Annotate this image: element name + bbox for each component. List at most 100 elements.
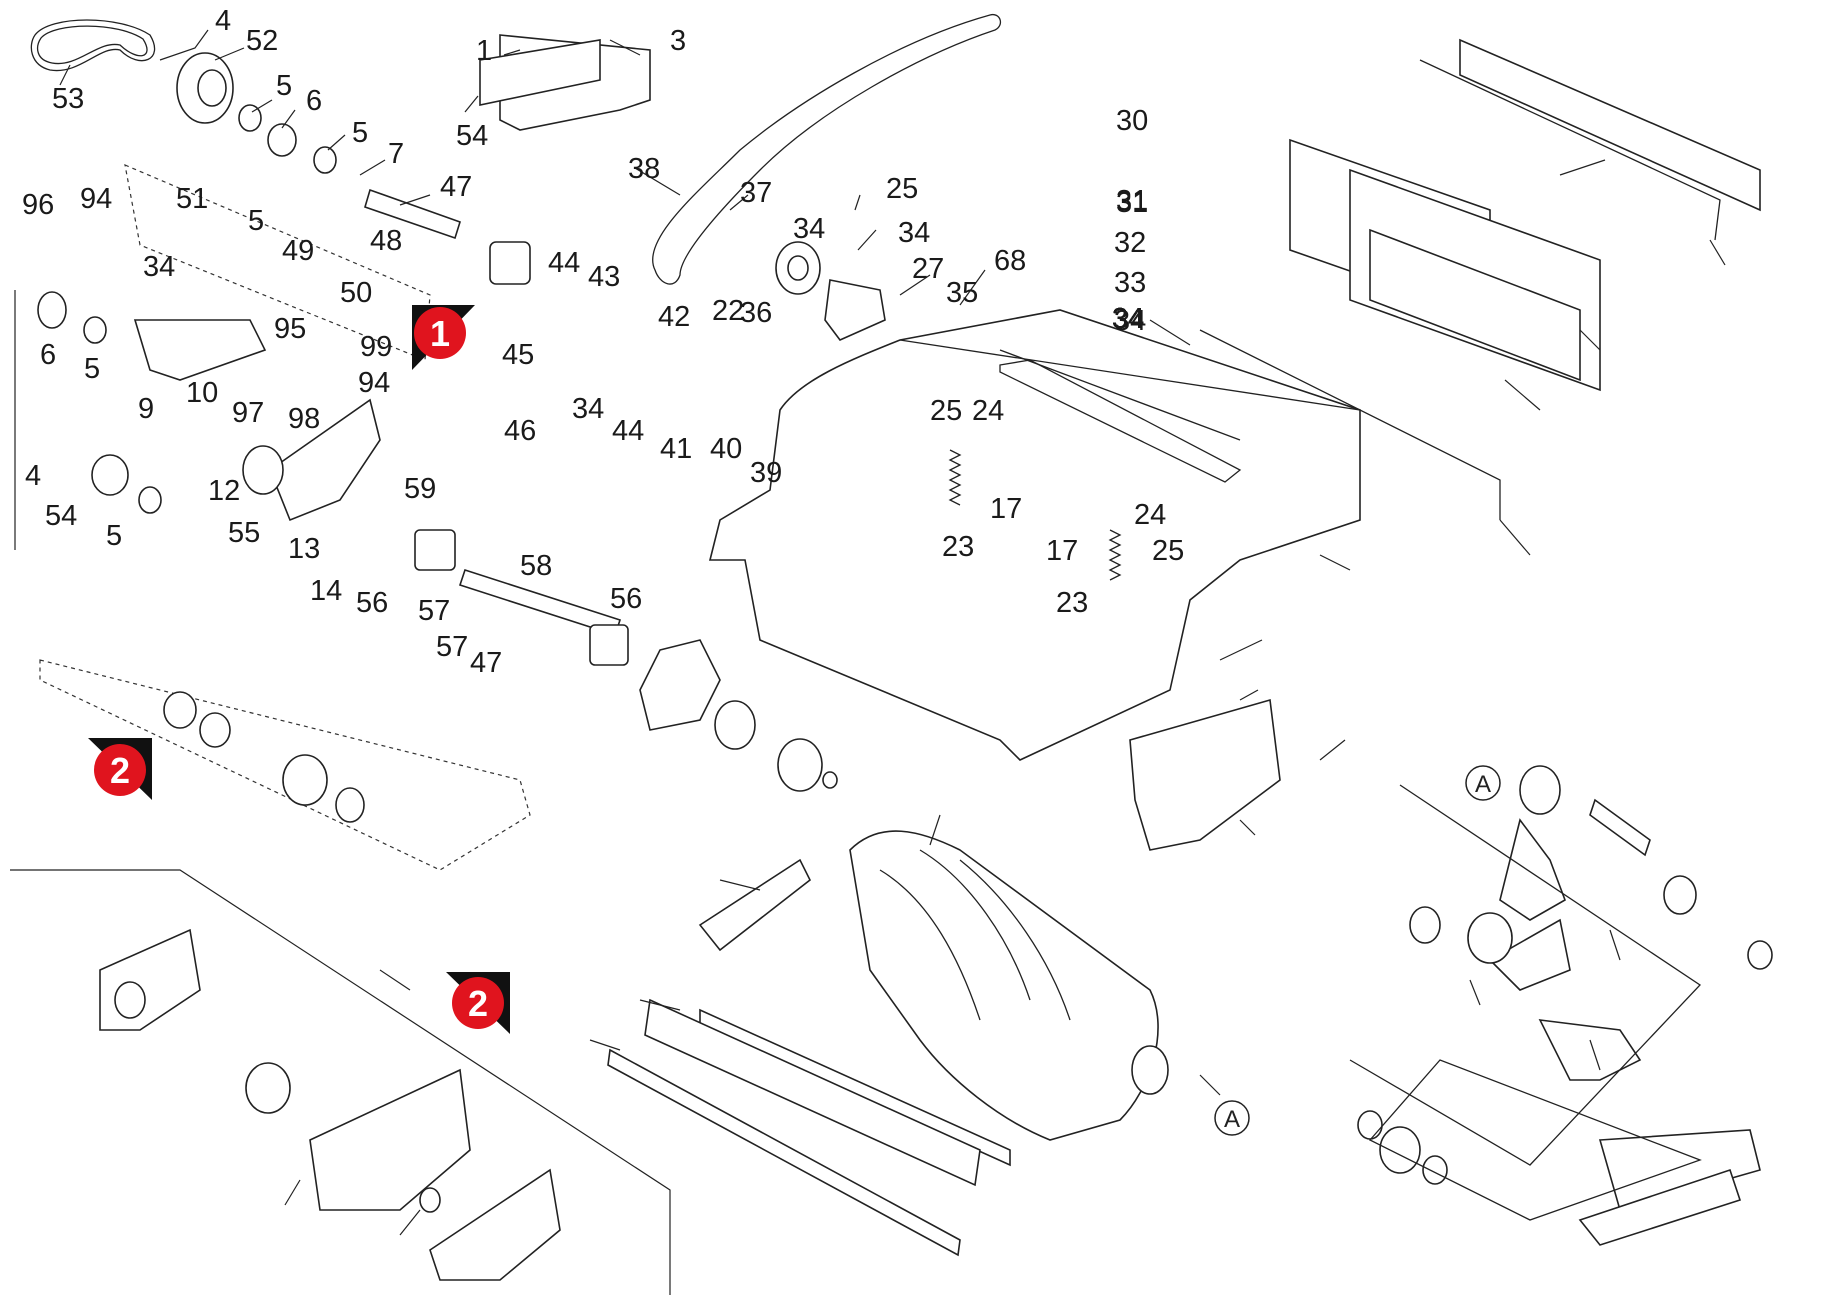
part-label: 34 bbox=[1112, 303, 1144, 335]
part-label: 51 bbox=[176, 183, 208, 215]
part-label: 5 bbox=[276, 70, 292, 102]
part-drawings bbox=[10, 13, 1773, 1295]
part-label: 34 bbox=[1112, 303, 1144, 335]
part-label: 25 bbox=[886, 173, 918, 205]
part-label: 24 bbox=[972, 395, 1004, 427]
part-label: 34 bbox=[1112, 303, 1144, 335]
part-number-callouts: 4 52 53 5 6 5 7 47 48 96 94 51 5 34 49 5… bbox=[22, 5, 1184, 679]
part-label: 34 bbox=[1112, 303, 1144, 335]
part-label: 31 bbox=[1116, 187, 1148, 219]
part-label: 46 bbox=[504, 415, 536, 447]
part-label: 17 bbox=[990, 493, 1022, 525]
part-label: 37 bbox=[740, 177, 772, 209]
ref-a-right: A bbox=[1465, 765, 1501, 801]
part-label: 54 bbox=[456, 120, 488, 152]
part-label: 25 bbox=[930, 395, 962, 427]
part-label: 52 bbox=[246, 25, 278, 57]
part-label: 47 bbox=[440, 171, 472, 203]
part-label: 57 bbox=[436, 631, 468, 663]
part-label: 34 bbox=[1112, 303, 1144, 335]
part-label: 48 bbox=[370, 225, 402, 257]
ref-a-impeller: A bbox=[1214, 1100, 1250, 1136]
part-label: 5 bbox=[248, 205, 264, 237]
svg-text:2: 2 bbox=[110, 750, 130, 791]
part-label: 57 bbox=[418, 595, 450, 627]
reference-markers: A A bbox=[1214, 765, 1501, 1136]
part-label: 36 bbox=[740, 297, 772, 329]
part-label: 34 bbox=[1112, 303, 1144, 335]
part-label: 41 bbox=[660, 433, 692, 465]
part-label: 39 bbox=[750, 457, 782, 489]
part-label: 6 bbox=[306, 85, 322, 117]
part-label: 34 bbox=[1112, 303, 1144, 335]
part-label: 34 bbox=[1112, 303, 1144, 335]
part-label: 34 bbox=[572, 393, 604, 425]
part-label: 45 bbox=[502, 339, 534, 371]
assembly-badges: 1 2 2 bbox=[88, 305, 510, 1034]
badge-group-1: 1 bbox=[412, 305, 475, 370]
part-label: 49 bbox=[282, 235, 314, 267]
part-label: 68 bbox=[994, 245, 1026, 277]
part-label: 14 bbox=[310, 575, 342, 607]
part-label: 94 bbox=[80, 183, 112, 215]
part-label: 34 bbox=[1112, 303, 1144, 335]
part-label: 94 bbox=[358, 367, 390, 399]
part-label: 5 bbox=[84, 353, 100, 385]
part-label: 97 bbox=[232, 397, 264, 429]
part-label: 6 bbox=[40, 339, 56, 371]
part-label: 4 bbox=[215, 5, 231, 37]
part-label: 99 bbox=[360, 331, 392, 363]
part-label: 44 bbox=[612, 415, 644, 447]
svg-text:2: 2 bbox=[468, 983, 488, 1024]
part-label: 34 bbox=[143, 251, 175, 283]
part-label: 22 bbox=[712, 295, 744, 327]
part-label: 58 bbox=[520, 550, 552, 582]
part-label: 55 bbox=[228, 517, 260, 549]
part-label: 59 bbox=[404, 473, 436, 505]
part-label: 54 bbox=[45, 500, 77, 532]
part-label: 56 bbox=[356, 587, 388, 619]
part-label: 23 bbox=[1056, 587, 1088, 619]
part-label: 24 bbox=[1134, 499, 1166, 531]
svg-text:A: A bbox=[1475, 771, 1491, 798]
part-label: 56 bbox=[610, 583, 642, 615]
part-label: 17 bbox=[1046, 535, 1078, 567]
part-label: 5 bbox=[352, 117, 368, 149]
part-label: 25 bbox=[1152, 535, 1184, 567]
part-label: 32 bbox=[1114, 227, 1146, 259]
part-label: 13 bbox=[288, 533, 320, 565]
part-label: 3 bbox=[670, 25, 686, 57]
part-label: 34 bbox=[1112, 303, 1144, 335]
part-label: 44 bbox=[548, 247, 580, 279]
part-label: 34 bbox=[1112, 303, 1144, 335]
part-label: 50 bbox=[340, 277, 372, 309]
part-label: 35 bbox=[946, 277, 978, 309]
part-label: 34 bbox=[1112, 303, 1144, 335]
part-label: 5 bbox=[106, 520, 122, 552]
part-label: 1 bbox=[476, 35, 492, 67]
part-label: 42 bbox=[658, 301, 690, 333]
part-label: 31 bbox=[1116, 185, 1148, 217]
part-label: 10 bbox=[186, 377, 218, 409]
part-label: 40 bbox=[710, 433, 742, 465]
leader-lines bbox=[59, 29, 1726, 1236]
part-label: 38 bbox=[628, 153, 660, 185]
part-label: 23 bbox=[942, 531, 974, 563]
part-label: 53 bbox=[52, 83, 84, 115]
part-label: 95 bbox=[274, 313, 306, 345]
part-label: 9 bbox=[138, 393, 154, 425]
part-label: 34 bbox=[1114, 305, 1146, 337]
badge-group-2-lower: 2 bbox=[446, 972, 510, 1034]
part-label: 33 bbox=[1114, 267, 1146, 299]
part-label: 34 bbox=[793, 213, 825, 245]
part-label: 34 bbox=[1112, 303, 1144, 335]
part-label: 12 bbox=[208, 475, 240, 507]
part-label: 98 bbox=[288, 403, 320, 435]
svg-text:1: 1 bbox=[430, 313, 450, 354]
part-label: 30 bbox=[1116, 105, 1148, 137]
part-label: 7 bbox=[388, 138, 404, 170]
svg-text:A: A bbox=[1224, 1106, 1240, 1133]
part-label: 96 bbox=[22, 189, 54, 221]
badge-group-2-upper: 2 bbox=[88, 738, 152, 800]
